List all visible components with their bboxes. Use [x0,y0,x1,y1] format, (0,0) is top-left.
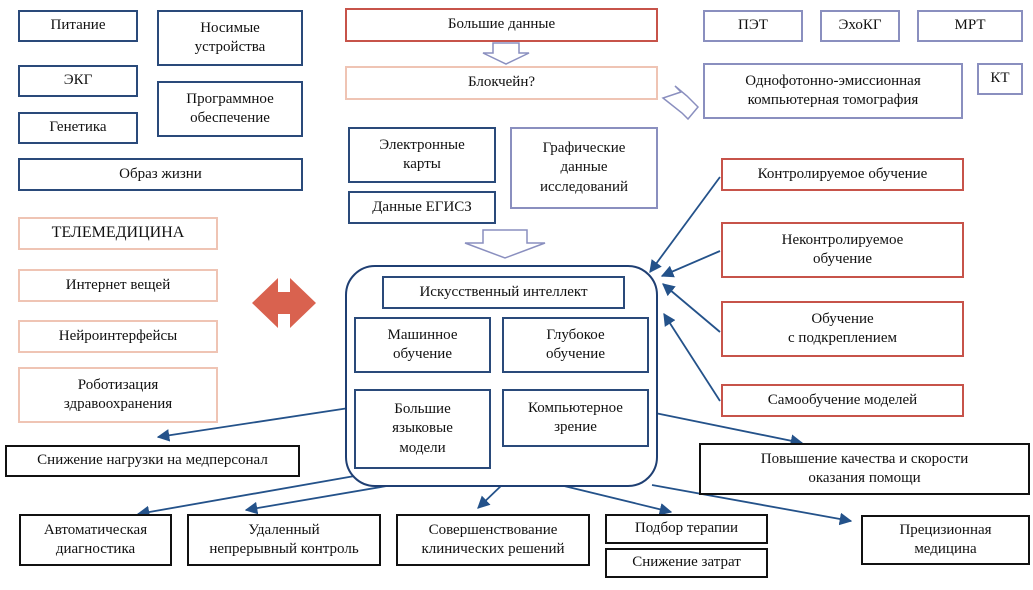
tech-iot: Интернет вещей [18,269,218,302]
imaging-data-box: Графические данные исследований [510,127,658,209]
double-arrow-telemedicine-ai [252,278,316,328]
learning-supervised: Контролируемое обучение [721,158,964,191]
imaging-mri: МРТ [917,10,1023,42]
tech-robotics: Роботизация здравоохранения [18,367,218,423]
imaging-ct: КТ [977,63,1023,95]
arrow-therapy [559,484,673,516]
ehr-box: Электронные карты [348,127,496,183]
blockchain-box: Блокчейн? [345,66,658,100]
outcome-clinical-decisions: Совершенствование клинических решений [396,514,590,566]
arrow-auto-diagnosis [136,473,367,519]
hollow-arrow-to-ai [464,229,546,259]
arrow-clinical-decisions [477,483,504,509]
hollow-arrow-big-data-to-blockchain [482,42,530,65]
ai-llm: Большие языковые модели [354,389,491,469]
ai-machine-learning: Машинное обучение [354,317,491,373]
ai-computer-vision: Компьютерное зрение [502,389,649,447]
source-genetics: Генетика [18,112,138,144]
outcome-workload: Снижение нагрузки на медперсонал [5,445,300,477]
tech-neurointerfaces: Нейроинтерфейсы [18,320,218,353]
imaging-pet: ПЭТ [703,10,803,42]
outcome-precision: Прецизионная медицина [861,515,1030,565]
outcome-costs: Снижение затрат [605,548,768,578]
egisz-box: Данные ЕГИСЗ [348,191,496,224]
arrow-workload [156,407,350,442]
outcome-therapy: Подбор терапии [605,514,768,544]
imaging-spect: Однофотонно-эмиссионная компьютерная том… [703,63,963,119]
tech-telemedicine: ТЕЛЕМЕДИЦИНА [18,217,218,250]
arrow-unsupervised [660,250,721,278]
learning-reinforcement: Обучение с подкреплением [721,301,964,357]
learning-unsupervised: Неконтролируемое обучение [721,222,964,278]
big-data-box: Большие данные [345,8,658,42]
arrow-self-learning [663,312,721,402]
source-lifestyle: Образ жизни [18,158,303,191]
imaging-echo: ЭхоКГ [820,10,900,42]
source-nutrition: Питание [18,10,138,42]
outcome-auto-diagnosis: Автоматическая диагностика [19,514,172,566]
learning-self: Самообучение моделей [721,384,964,417]
arrow-precision [651,484,853,526]
arrow-quality [654,412,804,447]
source-software: Программное обеспечение [157,81,303,137]
arrow-supervised [649,176,721,274]
outcome-quality: Повышение качества и скорости оказания п… [699,443,1030,495]
source-ecg: ЭКГ [18,65,138,97]
ai-deep-learning: Глубокое обучение [502,317,649,373]
outcome-remote-monitoring: Удаленный непрерывный контроль [187,514,381,566]
arrow-reinforcement [662,283,721,333]
hollow-arrow-imaging-to-blockchain [661,85,700,121]
ai-title: Искусственный интеллект [382,276,625,309]
source-wearables: Носимые устройства [157,10,303,66]
